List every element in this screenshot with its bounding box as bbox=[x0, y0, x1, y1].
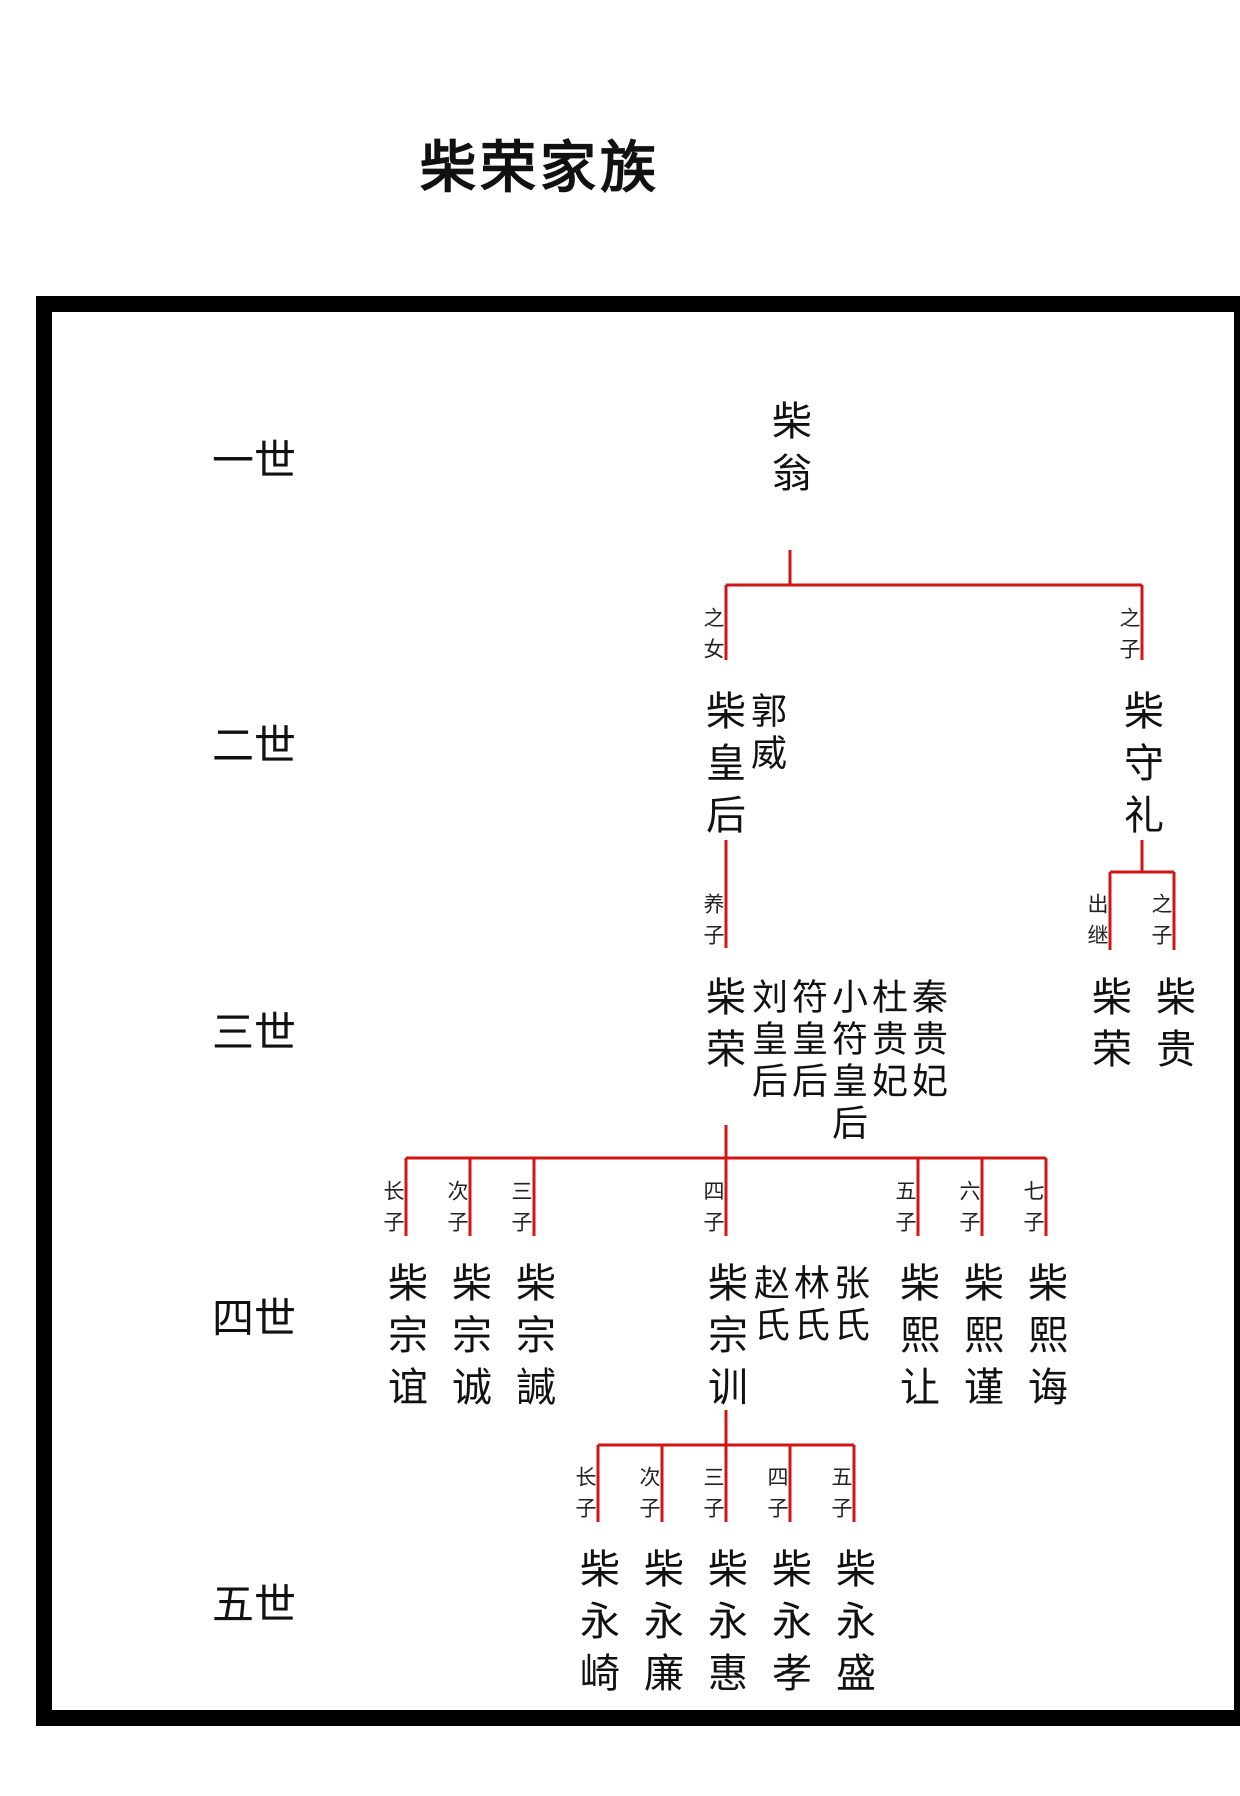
person-chai-yonghui: 柴永惠 bbox=[701, 1548, 747, 1704]
diagram-title: 柴荣家族 bbox=[420, 135, 660, 201]
connector-shouli bbox=[1108, 840, 1176, 950]
relation-label-gen4-1: 长子 bbox=[381, 1180, 405, 1242]
relation-label-daughter: 之女 bbox=[701, 607, 725, 669]
person-chai-yonglian: 柴永廉 bbox=[637, 1548, 683, 1704]
relation-label-gen5-2: 次子 bbox=[637, 1466, 661, 1528]
relation-label-gen4-6: 六子 bbox=[957, 1180, 981, 1242]
connector-gen1 bbox=[724, 550, 1144, 660]
person-chai-yongxiao: 柴永孝 bbox=[765, 1548, 811, 1704]
diagram-frame bbox=[36, 296, 1240, 1726]
spouse-fu-empress: 符皇后 bbox=[786, 978, 827, 1104]
person-chai-gui: 柴贵 bbox=[1149, 976, 1195, 1080]
generation-label-3: 三世 bbox=[212, 1008, 297, 1057]
spouse-zhao: 赵氏 bbox=[748, 1264, 789, 1348]
relation-label-son: 之子 bbox=[1117, 607, 1141, 669]
generation-label-1: 一世 bbox=[212, 436, 297, 485]
relation-label-gen4-7: 七子 bbox=[1021, 1180, 1045, 1242]
person-chai-rong: 柴荣 bbox=[699, 976, 745, 1080]
relation-label-son-gui: 之子 bbox=[1149, 893, 1173, 955]
person-chai-weng: 柴翁 bbox=[765, 400, 811, 504]
person-chai-zongxun: 柴宗训 bbox=[701, 1262, 747, 1418]
generation-label-4: 四世 bbox=[212, 1294, 297, 1343]
relation-label-gen4-5: 五子 bbox=[893, 1180, 917, 1242]
relation-label-gen5-4: 四子 bbox=[765, 1466, 789, 1528]
spouse-little-fu-empress: 小符皇后 bbox=[826, 978, 867, 1146]
person-chai-zongxian: 柴宗諴 bbox=[509, 1262, 555, 1418]
spouse-qin-consort: 秦贵妃 bbox=[906, 978, 947, 1104]
person-chai-xirang: 柴熙让 bbox=[893, 1262, 939, 1418]
person-chai-xijin: 柴熙谨 bbox=[957, 1262, 1003, 1418]
generation-label-5: 五世 bbox=[212, 1580, 297, 1629]
relation-label-gen5-5: 五子 bbox=[829, 1466, 853, 1528]
person-chai-zongyi: 柴宗谊 bbox=[381, 1262, 427, 1418]
person-chai-yongsheng: 柴永盛 bbox=[829, 1548, 875, 1704]
relation-label-adopted: 养子 bbox=[701, 893, 725, 955]
spouse-liu-empress: 刘皇后 bbox=[746, 978, 787, 1104]
spouse-du-consort: 杜贵妃 bbox=[866, 978, 907, 1104]
relation-label-gen4-4: 四子 bbox=[701, 1180, 725, 1242]
spouse-lin: 林氏 bbox=[788, 1264, 829, 1348]
spouse-guo-wei: 郭威 bbox=[745, 692, 786, 776]
connector-zongxun bbox=[596, 1410, 856, 1522]
relation-label-gen4-3: 三子 bbox=[509, 1180, 533, 1242]
person-chai-xihui: 柴熙诲 bbox=[1021, 1262, 1067, 1418]
person-chai-empress: 柴皇后 bbox=[699, 690, 745, 846]
relation-label-gen4-2: 次子 bbox=[445, 1180, 469, 1242]
relation-label-gen5-1: 长子 bbox=[573, 1466, 597, 1528]
relation-label-gen5-3: 三子 bbox=[701, 1466, 725, 1528]
person-chai-yongqi: 柴永崎 bbox=[573, 1548, 619, 1704]
spouse-zhang: 张氏 bbox=[828, 1264, 869, 1348]
person-chai-rong-birth: 柴荣 bbox=[1085, 976, 1131, 1080]
relation-label-chuji: 出继 bbox=[1085, 893, 1109, 955]
person-chai-zongcheng: 柴宗诚 bbox=[445, 1262, 491, 1418]
generation-label-2: 二世 bbox=[212, 721, 297, 770]
connector-chairong bbox=[404, 1125, 1048, 1236]
person-chai-shouli: 柴守礼 bbox=[1117, 690, 1163, 846]
